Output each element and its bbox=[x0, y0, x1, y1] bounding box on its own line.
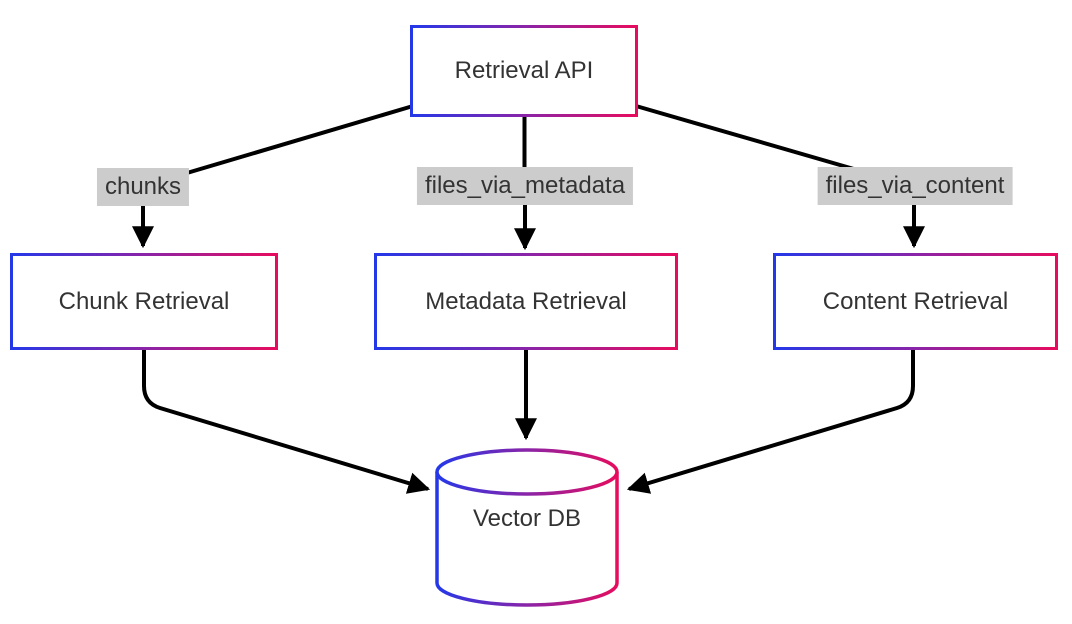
node-content-retrieval: Content Retrieval bbox=[773, 253, 1058, 350]
node-metadata-retrieval: Metadata Retrieval bbox=[374, 253, 678, 350]
node-retrieval-api-label: Retrieval API bbox=[454, 57, 594, 84]
node-retrieval-api: Retrieval API bbox=[410, 25, 638, 117]
node-chunk-retrieval: Chunk Retrieval bbox=[10, 253, 278, 350]
node-vector-db-label: Vector DB bbox=[472, 505, 582, 532]
node-metadata-retrieval-label: Metadata Retrieval bbox=[425, 287, 627, 315]
edge-label-chunks: chunks bbox=[96, 168, 190, 206]
node-chunk-retrieval-label: Chunk Retrieval bbox=[58, 287, 230, 315]
edge-api-to-content-diagonal bbox=[635, 104, 886, 180]
edge-chunk-to-vectordb bbox=[142, 350, 431, 494]
vector-db-cylinder bbox=[435, 448, 619, 607]
edge-label-files-via-metadata: files_via_metadata bbox=[416, 167, 634, 205]
edge-label-files-via-content: files_via_content bbox=[817, 167, 1013, 205]
edge-content-to-vectordb bbox=[626, 350, 915, 494]
edge-api-to-chunk-diagonal bbox=[169, 104, 414, 180]
cylinder-top bbox=[435, 448, 619, 496]
node-content-retrieval-label: Content Retrieval bbox=[822, 287, 1009, 315]
cylinder-body bbox=[435, 472, 619, 607]
